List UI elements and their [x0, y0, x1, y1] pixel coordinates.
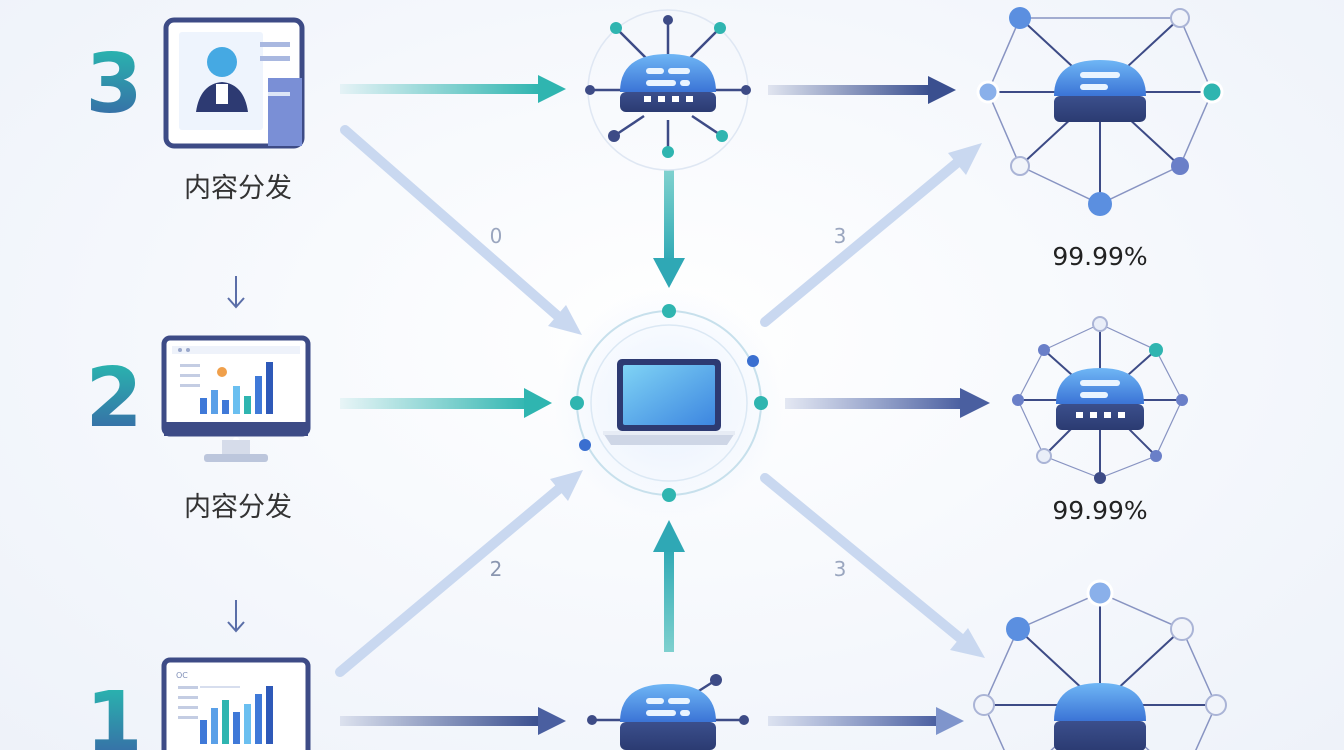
screen-small-text: OC: [176, 671, 188, 680]
step-number-1: 1: [85, 675, 142, 750]
arrow-top-hub-to-laptop: [653, 170, 685, 288]
arrow-diag-upper-left: [340, 125, 582, 335]
step-3-caption: 内容分发: [184, 173, 292, 204]
edge-labels: 0 3 2 3: [490, 224, 847, 581]
edge-label-lower-right: 3: [834, 557, 847, 581]
network-node-icon: [976, 7, 1224, 216]
network-node-icon: [1012, 316, 1188, 484]
arrow-diag-upper-right: [760, 143, 982, 327]
arrow-down-icon: [227, 276, 245, 309]
dashboard-monitor-icon: [161, 335, 311, 462]
edge-label-upper-left: 0: [490, 224, 503, 248]
arrow-bottom-hub-to-laptop: [653, 520, 685, 652]
arrow-row3-to-hub: [340, 75, 566, 103]
arrow-row1-to-hub: [340, 707, 566, 735]
step-numbers: 3 2 1: [85, 37, 142, 750]
diagonal-arrows: [335, 125, 985, 677]
arrow-row2-to-laptop: [340, 388, 552, 418]
availability-top: 99.99%: [1052, 242, 1147, 271]
step-2-caption: 内容分发: [184, 492, 292, 523]
arrow-hub-to-bottom-node: [768, 707, 964, 735]
horizontal-arrows: [340, 75, 990, 735]
vertical-arrows: [653, 170, 685, 652]
step-number-3: 3: [85, 37, 142, 132]
laptop-hub: [554, 288, 784, 518]
profile-card-icon: [163, 17, 305, 149]
arrow-diag-lower-right: [760, 473, 985, 658]
arrow-down-icon: [227, 600, 245, 633]
server-hub-icon: [585, 9, 751, 171]
server-hub-icon: [587, 674, 749, 750]
edge-label-lower-left: 2: [490, 557, 503, 581]
analytics-monitor-icon: OC: [161, 657, 311, 750]
laptop-icon: [603, 359, 735, 445]
arrow-hub-to-top-node: [768, 76, 956, 104]
arrow-diag-lower-left: [335, 470, 583, 677]
step-number-2: 2: [85, 351, 142, 446]
network-node-icon: [973, 579, 1227, 750]
availability-middle: 99.99%: [1052, 496, 1147, 525]
arrow-laptop-to-middle-node: [785, 388, 990, 418]
edge-label-upper-right: 3: [834, 224, 847, 248]
